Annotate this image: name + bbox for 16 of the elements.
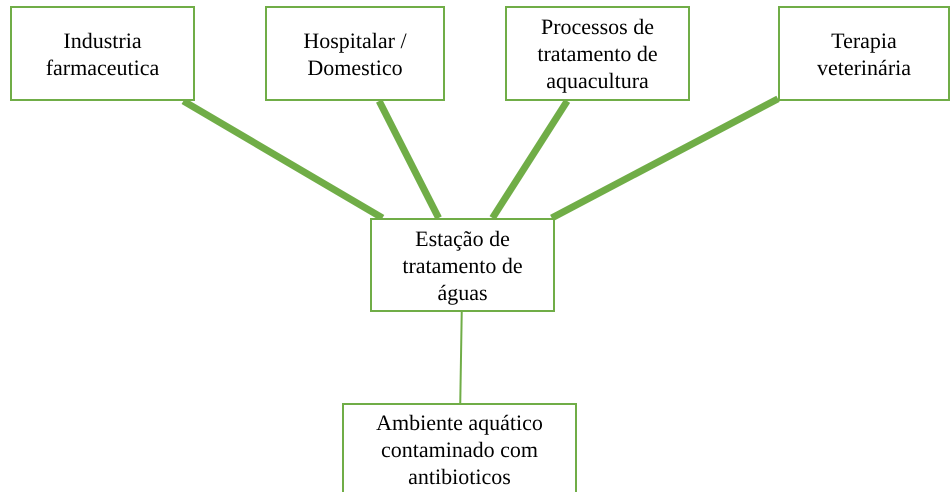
connector-line: [459, 312, 463, 404]
box-label: Processos de tratamento de aquacultura: [536, 13, 659, 94]
box-label: Ambiente aquático contaminado com antibioticos: [375, 408, 544, 490]
process-box: [778, 6, 950, 101]
process-box: [370, 218, 555, 312]
box-label: Estação de tratamento de águas: [401, 224, 524, 306]
connector-line: [490, 99, 570, 220]
connector-line: [550, 96, 780, 222]
box-label: Hospitalar / Domestico: [302, 26, 408, 80]
box-label: Terapia veterinária: [816, 26, 912, 80]
connector-line: [376, 99, 442, 220]
process-box: [505, 6, 690, 101]
process-box: [342, 403, 577, 492]
process-box: [10, 6, 195, 101]
box-label: Industria farmaceutica: [44, 26, 160, 80]
process-box: [265, 6, 445, 101]
